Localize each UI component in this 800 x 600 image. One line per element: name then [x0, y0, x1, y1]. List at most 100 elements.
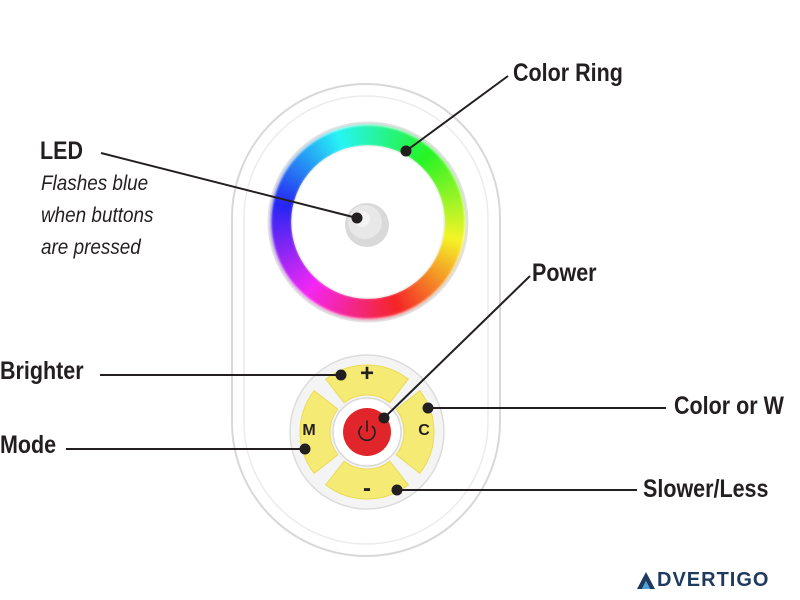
ring-segment [334, 293, 345, 315]
ring-segment [414, 145, 431, 165]
ring-segment [271, 224, 293, 229]
ring-segment [403, 287, 417, 308]
ring-segment [383, 295, 392, 317]
color-or-w-leader [422, 402, 666, 414]
ring-segment [391, 129, 402, 151]
color-glyph[interactable]: C [418, 422, 430, 439]
ring-segment [438, 247, 460, 259]
ring-segment [429, 264, 449, 280]
ring-segment [279, 252, 300, 265]
ring-segment [443, 227, 465, 233]
ring-segment [344, 295, 353, 317]
ring-segment [271, 229, 293, 236]
ring-segment [354, 125, 361, 147]
ring-segment [393, 130, 405, 152]
ring-segment [400, 289, 414, 310]
ring-segment [270, 221, 293, 226]
ring-segment [422, 154, 441, 172]
ring-segment [310, 283, 326, 303]
ring-segment [285, 261, 305, 277]
color-ring-label: Color Ring [513, 59, 623, 87]
ring-segment [331, 292, 343, 314]
ring-segment [427, 266, 447, 283]
ring-segment [316, 137, 331, 158]
ring-segment [271, 214, 293, 220]
color-ring[interactable] [267, 121, 469, 323]
ring-segment [375, 297, 382, 319]
ring-segment [303, 147, 320, 166]
slower-less-leader [391, 484, 637, 496]
ring-segment [437, 182, 459, 194]
ring-segment [302, 278, 320, 297]
ring-segment [364, 124, 369, 147]
minus-glyph[interactable]: - [363, 475, 371, 502]
ring-segment [338, 128, 348, 150]
ring-segment [287, 264, 307, 280]
ring-segment [393, 292, 405, 314]
ring-segment [443, 215, 465, 220]
ring-segment [276, 185, 298, 197]
ring-segment [383, 127, 392, 149]
ring-segment [440, 240, 463, 250]
ring-segment [370, 297, 375, 319]
ring-segment [416, 147, 434, 166]
ring-segment [439, 188, 461, 199]
ring-segment [418, 149, 436, 168]
ring-segment [284, 170, 304, 184]
ring-segment [426, 159, 445, 176]
led-label: LED [40, 137, 83, 165]
ring-segment [414, 280, 431, 299]
ring-segment [434, 255, 456, 268]
ring-segment [388, 128, 399, 150]
ring-segment [380, 296, 389, 318]
ring-segment [431, 167, 451, 183]
button-cluster [289, 354, 445, 510]
ring-segment [295, 154, 314, 172]
mode-glyph[interactable]: M [302, 422, 316, 439]
color-or-w-label: Color or W [674, 392, 784, 420]
ring-segment [375, 125, 382, 147]
ring-segment [405, 286, 420, 307]
ring-segment [282, 173, 303, 187]
ring-segment [280, 176, 302, 189]
ring-segment [347, 126, 356, 148]
ring-segment [386, 295, 395, 317]
ring-segment [360, 297, 366, 319]
ring-segment [293, 270, 312, 287]
ring-segment [293, 156, 312, 174]
ring-segment [425, 268, 445, 285]
power-leader [378, 275, 531, 424]
watermark-text: DVERTIGO [657, 568, 770, 591]
ring-segment [424, 270, 443, 288]
ring-segment [277, 250, 299, 262]
color-ring-gradient [270, 124, 466, 320]
ring-segment [300, 149, 318, 168]
brighter-leader [100, 369, 347, 381]
ring-segment [442, 205, 465, 212]
ring-segment [271, 208, 293, 215]
ring-segment [361, 125, 366, 147]
slower-less-button[interactable] [325, 460, 409, 500]
ring-segment [381, 126, 389, 148]
ring-segment [386, 127, 396, 150]
ring-segment [325, 290, 338, 311]
ring-segment [424, 157, 443, 174]
ring-segment [276, 247, 298, 259]
plus-glyph[interactable]: + [359, 360, 374, 387]
ring-segment [443, 229, 465, 236]
ring-segment [420, 152, 439, 170]
led-note-line-2: when buttons [41, 204, 154, 227]
ring-segment [273, 198, 295, 207]
ring-segment [297, 274, 316, 292]
brighter-label: Brighter [0, 357, 84, 385]
ring-segment [273, 237, 295, 246]
ring-segment [307, 281, 324, 301]
ring-segment [396, 291, 408, 313]
ring-segment [357, 297, 363, 319]
ring-segment [443, 224, 465, 230]
ring-segment [319, 136, 333, 157]
ring-segment [420, 274, 438, 293]
ring-segment [441, 198, 463, 207]
ring-segment [433, 173, 454, 187]
